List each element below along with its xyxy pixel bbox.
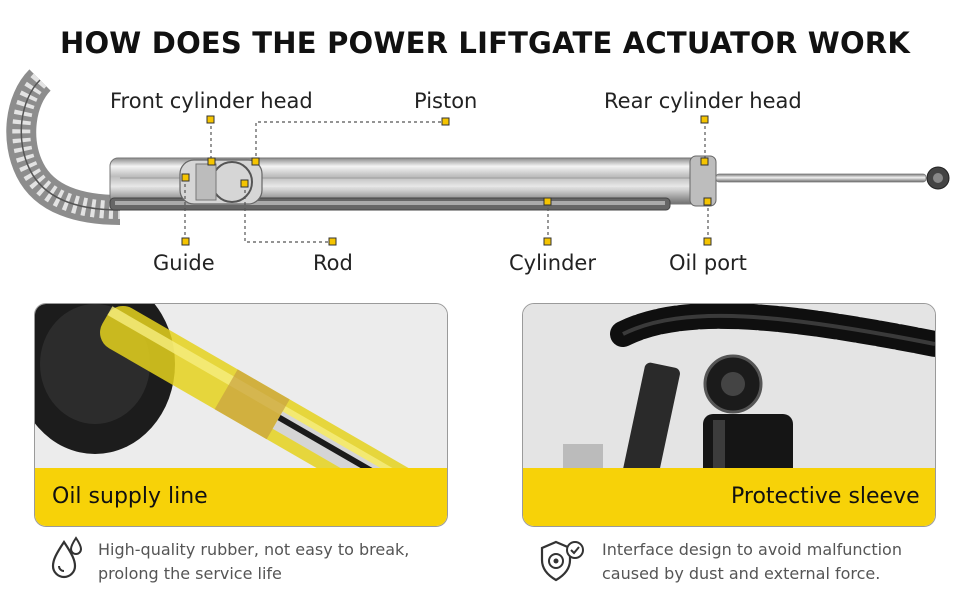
protective-sleeve-label: Protective sleeve [731,484,920,509]
feature-interface-line1: Interface design to avoid malfunction [602,540,902,559]
panel-banner [523,468,935,526]
oil-supply-line-panel: Oil supply line [34,303,448,527]
page-title: HOW DOES THE POWER LIFTGATE ACTUATOR WOR… [59,26,911,60]
actuator-diagram [0,60,970,290]
callout-cylinder: Cylinder [509,251,596,275]
callout-guide: Guide [153,251,215,275]
callout-rear-cylinder-head: Rear cylinder head [604,89,802,113]
panel-banner [35,468,447,526]
feature-interface-line2: caused by dust and external force. [602,564,881,583]
feature-rubber-line1: High-quality rubber, not easy to break, [98,540,410,559]
protective-sleeve-panel: Protective sleeve [522,303,936,527]
callout-oil-port: Oil port [669,251,747,275]
feature-interface-text: Interface design to avoid malfunction ca… [602,538,902,586]
shield-gear-check-icon [536,538,586,586]
bellows-hose [6,69,121,225]
actuator-illustration [6,69,950,246]
callout-front-cylinder-head: Front cylinder head [110,89,313,113]
oil-drops-icon [50,536,84,584]
callout-piston: Piston [414,89,478,113]
oil-supply-line-label: Oil supply line [52,484,208,509]
feature-rubber-line2: prolong the service life [98,564,282,583]
callout-rod: Rod [313,251,353,275]
feature-rubber-text: High-quality rubber, not easy to break, … [98,538,409,586]
